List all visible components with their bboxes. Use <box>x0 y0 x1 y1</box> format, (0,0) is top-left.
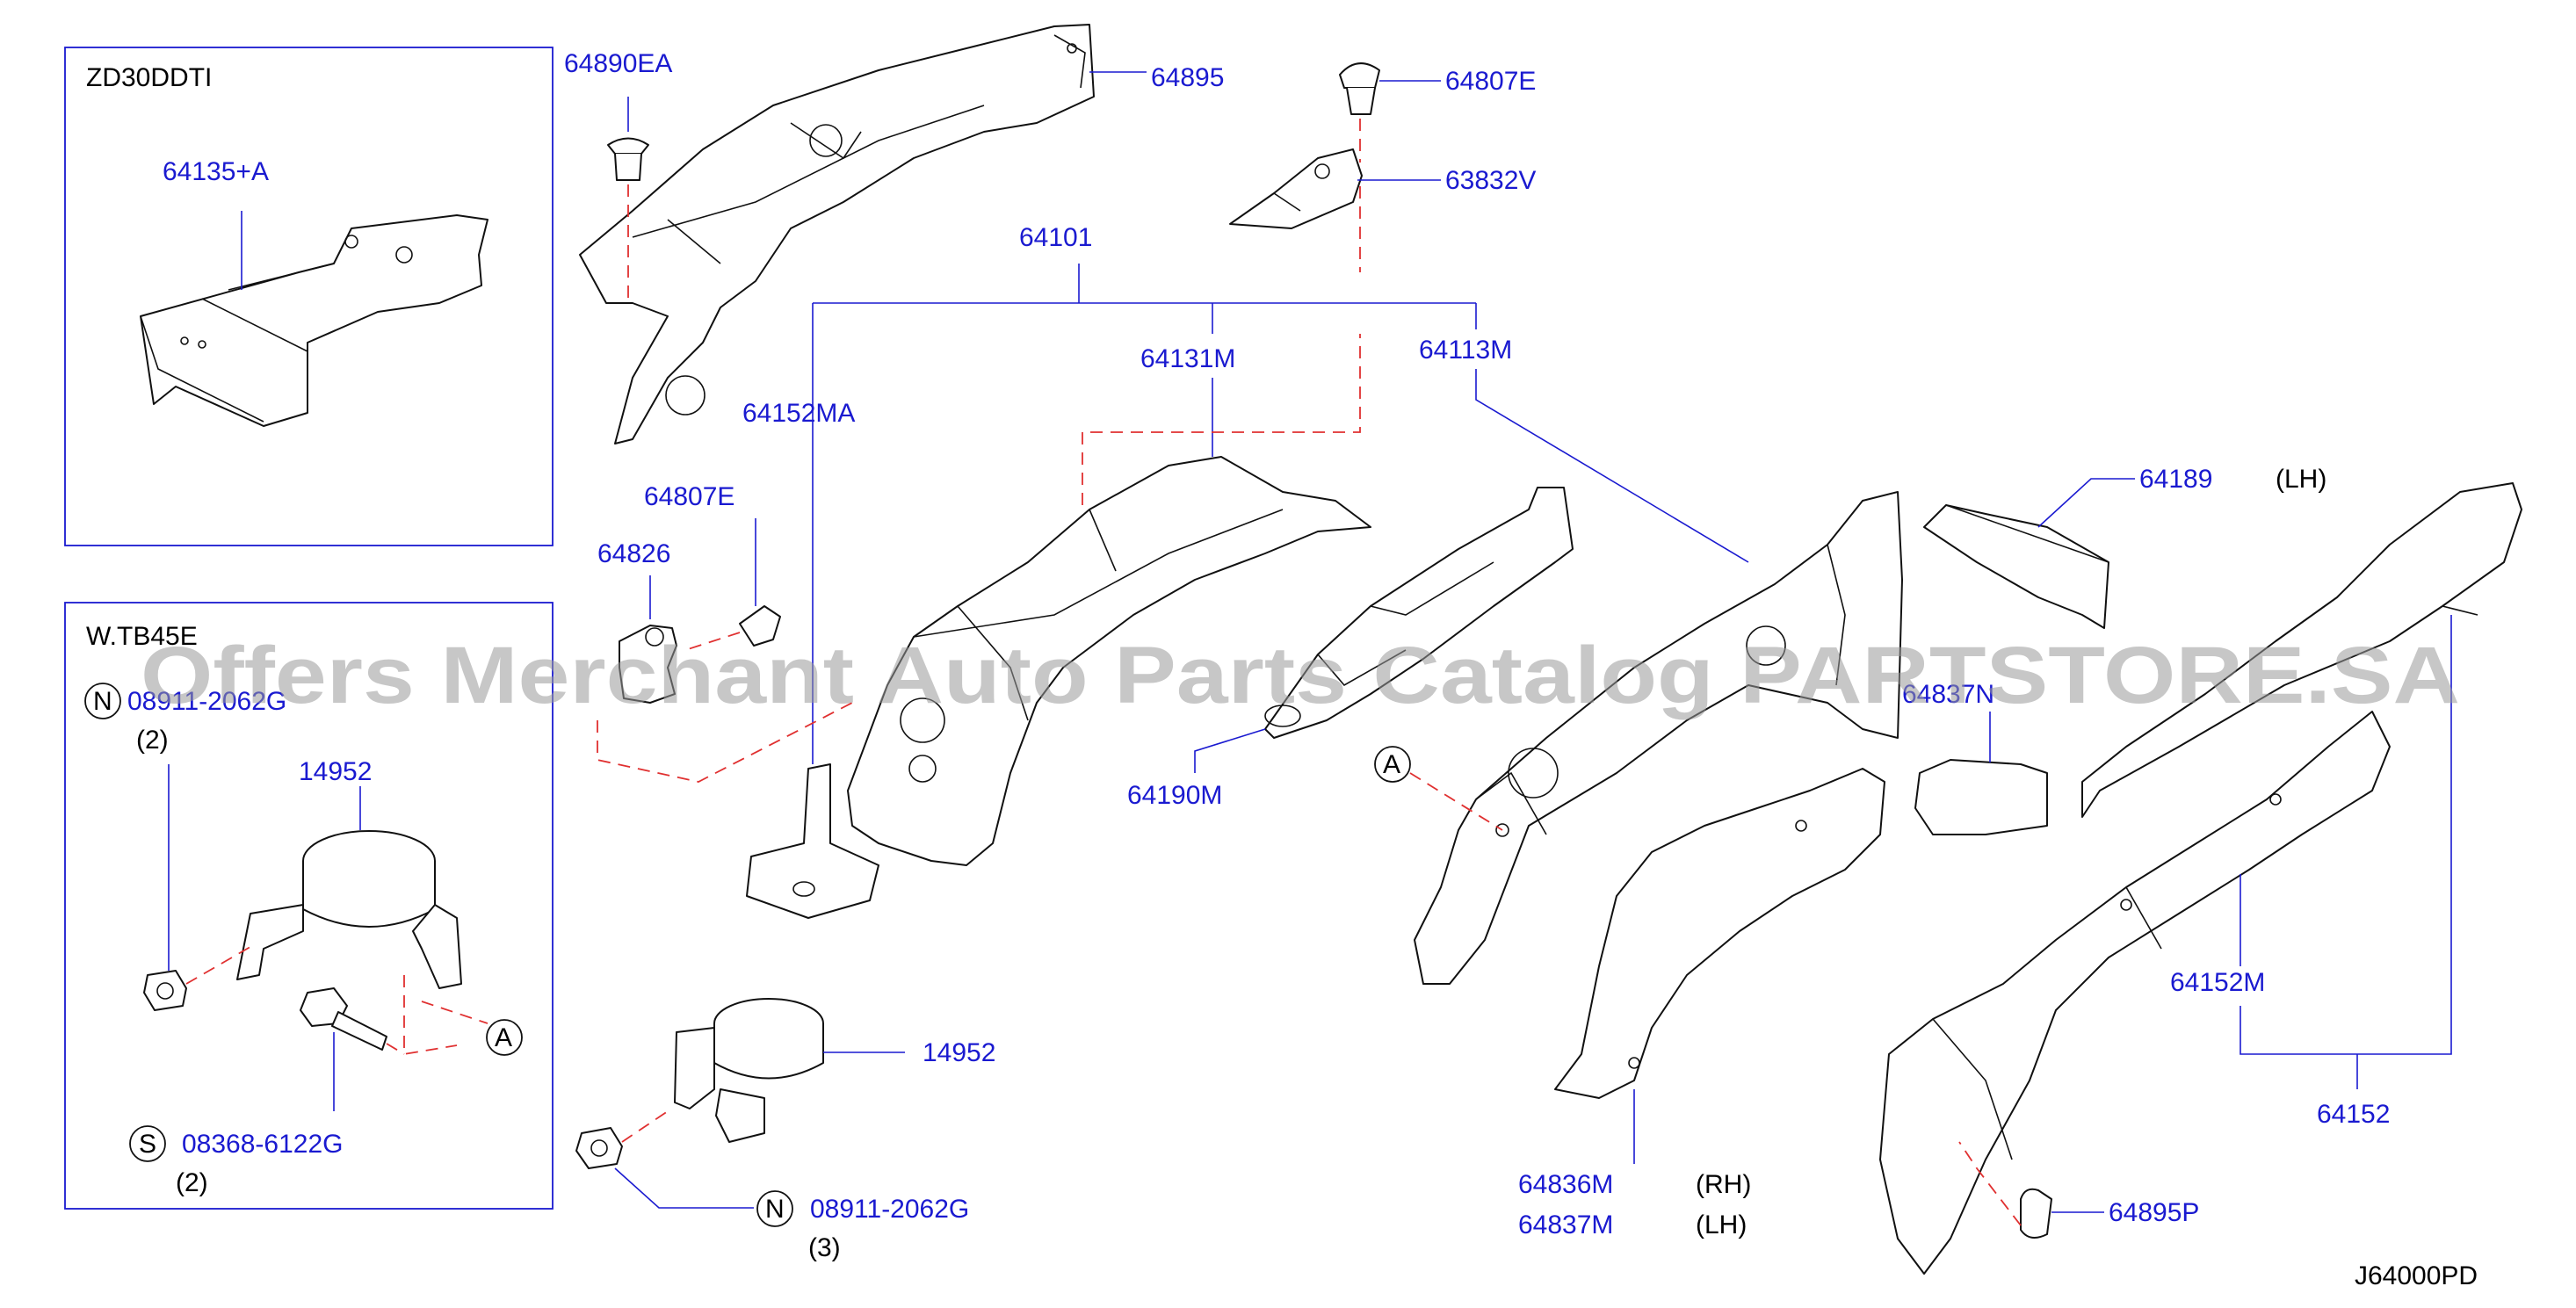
part-number-64131m: 64131M <box>1140 344 1235 373</box>
callout-n-box-letter: N <box>93 687 112 716</box>
part-number-64135a: 64135+A <box>163 157 269 186</box>
part-number-64101: 64101 <box>1019 223 1092 252</box>
side-64837m: (LH) <box>1696 1210 1747 1239</box>
bracket-63832v-drawing <box>1229 148 1363 229</box>
dashed-a-box <box>403 975 458 1056</box>
part-number-64836m: 64836M <box>1518 1170 1613 1199</box>
part-number-08911-box: 08911-2062G <box>127 687 286 716</box>
panel-64131m-drawing <box>746 456 1371 919</box>
part-number-64113m: 64113M <box>1419 336 1512 365</box>
member-64152m-drawing <box>1879 482 2522 1275</box>
bracket-64135a-drawing <box>140 214 488 427</box>
diagram-code: J64000PD <box>2355 1261 2478 1290</box>
part-number-64152: 64152 <box>2317 1100 2390 1129</box>
transmission-variant-box <box>64 602 554 1210</box>
dashed-64826 <box>597 702 853 783</box>
nut-08911-box-drawing <box>143 970 187 1011</box>
clip-64807e-top-drawing <box>1339 62 1380 115</box>
nut-08911-main-drawing <box>575 1127 623 1169</box>
callout-s-box-letter: S <box>139 1130 156 1159</box>
dashed-bolt-box <box>386 1043 405 1055</box>
clip-64890ea-drawing <box>607 137 649 181</box>
callout-n-main-letter: N <box>765 1195 785 1224</box>
leader-08911-main <box>614 1167 754 1209</box>
quantity-08911-main: (3) <box>808 1233 841 1262</box>
dashed-64807e-mid <box>684 632 741 651</box>
dashed-to-a-main <box>1409 772 1503 831</box>
callout-n-box <box>84 683 121 719</box>
leader-64189 <box>2037 478 2135 528</box>
dashed-nut-main <box>621 1110 669 1143</box>
leader-64113m <box>1475 369 1749 563</box>
part-number-63832v: 63832V <box>1445 166 1536 195</box>
leader-64190m <box>1194 728 1266 773</box>
leader-64152-bracket <box>2240 615 2452 1055</box>
callout-a-main <box>1374 746 1411 783</box>
clip-64807e-mid-drawing <box>739 605 781 647</box>
member-64113m-drawing <box>1414 491 1903 985</box>
member-64895-drawing <box>579 24 1095 444</box>
quantity-08368: (2) <box>176 1168 208 1197</box>
side-64836m: (RH) <box>1696 1170 1751 1199</box>
quantity-08911-box: (2) <box>136 726 169 755</box>
part-number-64807e-mid: 64807E <box>644 482 734 511</box>
transmission-variant-label: W.TB45E <box>86 622 198 651</box>
bracket-64826-drawing <box>619 625 677 704</box>
watermark: Offers Merchant Auto Parts Catalog PARTS… <box>141 631 2460 720</box>
part-number-64837m: 64837M <box>1518 1210 1613 1239</box>
member-64190m-drawing <box>1264 487 1574 739</box>
part-number-64152ma: 64152MA <box>742 399 855 428</box>
assembly-64101-leader-tree <box>812 264 1477 764</box>
part-number-64826: 64826 <box>597 539 670 568</box>
part-number-64895p: 64895P <box>2109 1198 2199 1227</box>
callout-n-main <box>756 1190 793 1227</box>
part-number-64189: 64189 <box>2139 465 2212 494</box>
dashed-nut-box <box>185 943 256 985</box>
bolt-08368-drawing <box>300 987 387 1051</box>
bracket-64189-drawing <box>1923 504 2109 629</box>
bracket-64837n-drawing <box>1914 759 2048 835</box>
dashed-to-a-box <box>421 1001 488 1024</box>
part-number-64837n: 64837N <box>1902 680 1994 709</box>
callout-s-box <box>129 1125 166 1162</box>
clip-64895p-drawing <box>2020 1188 2052 1239</box>
strap-bracket-14952-main-drawing <box>674 998 824 1143</box>
part-number-08368: 08368-6122G <box>182 1130 344 1159</box>
side-64189: (LH) <box>2276 465 2326 494</box>
part-number-64152m: 64152M <box>2170 968 2265 997</box>
dashed-64131m <box>1082 334 1361 505</box>
panel-64836m-drawing <box>1554 768 1885 1099</box>
engine-variant-label: ZD30DDTI <box>86 63 212 92</box>
part-number-08911-main: 08911-2062G <box>810 1195 969 1224</box>
callout-a-box-letter: A <box>495 1023 512 1052</box>
part-number-14952-main: 14952 <box>923 1038 995 1067</box>
part-number-64895: 64895 <box>1151 63 1224 92</box>
dashed-64895p <box>1958 1141 2022 1226</box>
engine-variant-box <box>64 47 554 546</box>
part-number-14952-box: 14952 <box>299 757 372 786</box>
part-number-64807e-top: 64807E <box>1445 67 1536 96</box>
strap-bracket-14952-box-drawing <box>236 830 462 989</box>
callout-a-box <box>486 1019 523 1056</box>
part-number-64890ea: 64890EA <box>564 49 672 78</box>
part-number-64190m: 64190M <box>1127 781 1222 810</box>
callout-a-main-letter: A <box>1383 750 1400 779</box>
